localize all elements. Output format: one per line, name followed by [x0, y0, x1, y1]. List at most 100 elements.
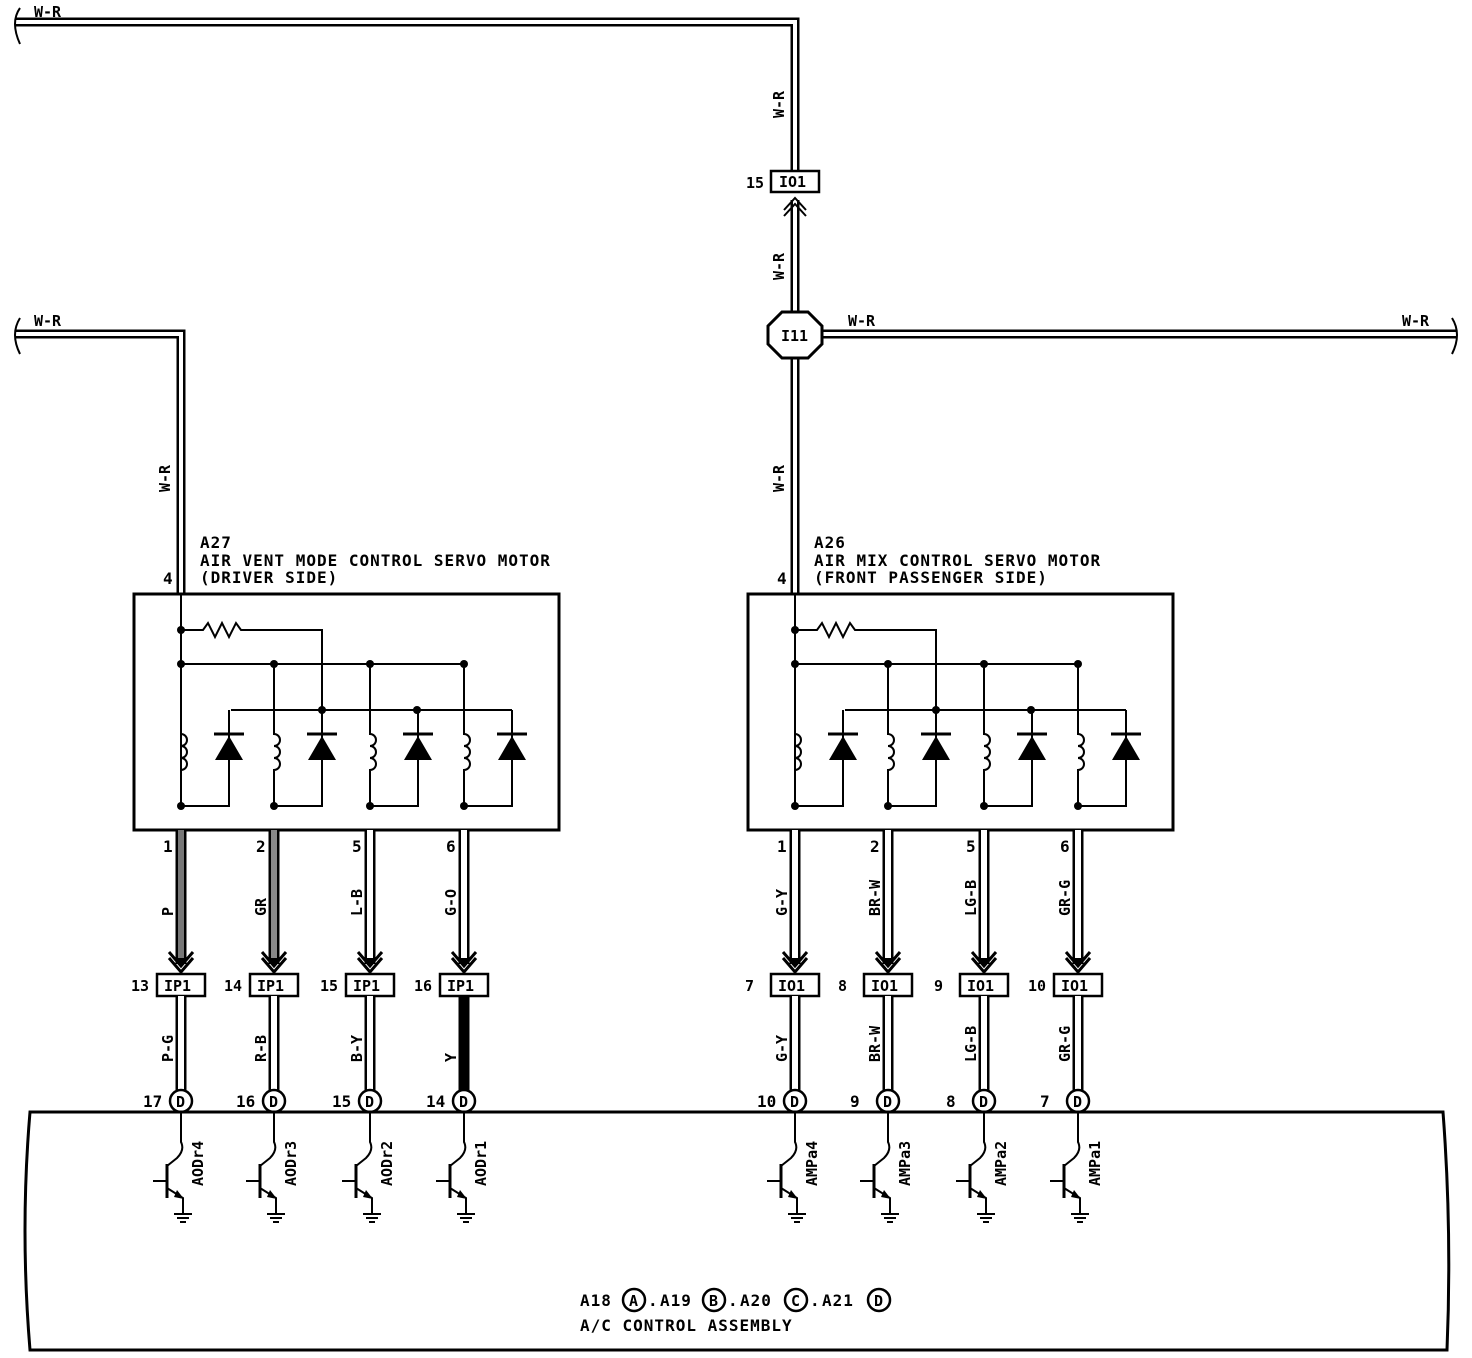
diode [829, 736, 857, 760]
ground-symbol [457, 1213, 475, 1223]
coil [794, 664, 802, 806]
motor-pin-label: 6 [1060, 837, 1070, 856]
ecu-pin-number: 9 [850, 1092, 860, 1111]
ecu-pin-number: 17 [143, 1092, 162, 1111]
connector-arrow [874, 951, 902, 975]
ecu-connector-id: A21 [822, 1291, 854, 1310]
coil [180, 664, 188, 806]
wire-color-label: G-Y [773, 889, 791, 916]
collector-lead [166, 1112, 184, 1167]
ecu-connector-letter: C [791, 1292, 800, 1310]
wire-color-label: L-B [348, 889, 366, 916]
wire-color-label: LG-B [962, 880, 980, 916]
legend-separator: . [648, 1291, 659, 1310]
ac-control-assembly [23, 1110, 1451, 1352]
inline-connector-name: IO1 [967, 977, 994, 995]
ecu-connector-letter: D [874, 1292, 883, 1310]
collector-lead [969, 1112, 987, 1167]
signal-label: AMPa4 [803, 1141, 821, 1186]
motor-pin-label: 1 [163, 837, 173, 856]
ecu-pin-number: 7 [1040, 1092, 1050, 1111]
inline-connector-name: IP1 [164, 977, 191, 995]
ecu-pin-connector: D [269, 1093, 278, 1111]
ground-symbol [363, 1213, 381, 1223]
signal-label: AODr3 [282, 1141, 300, 1186]
inline-connector-pin: 14 [224, 977, 242, 995]
motor-pin-label: 5 [966, 837, 976, 856]
right-motor-supply-pin: 4 [777, 569, 787, 588]
left-motor-side: (DRIVER SIDE) [200, 568, 338, 587]
wire-label-vert-top: W-R [770, 90, 788, 118]
inline-connector-name: IP1 [353, 977, 380, 995]
motor-pin-label: 2 [870, 837, 880, 856]
resistor [795, 620, 937, 710]
wire-color-label: G-Y [773, 1035, 791, 1062]
inline-connector-pin: 10 [1028, 977, 1046, 995]
inline-connector-pin: 15 [320, 977, 338, 995]
inline-connector-pin: 13 [131, 977, 149, 995]
wire-color-label: BR-W [866, 1025, 884, 1062]
wire-color-label: Y [442, 1053, 460, 1062]
connector-arrow [356, 951, 384, 975]
motor-pin-label: 2 [256, 837, 266, 856]
collector-lead [873, 1112, 891, 1167]
legend-separator: . [728, 1291, 739, 1310]
left-channel-wiring: 1PIP113P-GD172GRIP114R-BD165L-BIP115B-YD… [131, 830, 490, 1114]
transistor-AMPa3: AMPa3 [860, 1112, 914, 1223]
connector-arrow [450, 951, 478, 975]
transistor-AMPa2: AMPa2 [956, 1112, 1010, 1223]
inline-connector-name: IO1 [1061, 977, 1088, 995]
signal-label: AMPa2 [992, 1141, 1010, 1186]
wire-color-label: GR-G [1056, 1026, 1074, 1062]
wire-label-far-right: W-R [1402, 312, 1430, 330]
emitter-arrow [788, 1190, 798, 1199]
wire-label-vert-low: W-R [770, 464, 788, 492]
collector-lead [449, 1112, 467, 1167]
connector-arrow [260, 951, 288, 975]
ecu-connector-letter: A [629, 1292, 638, 1310]
wire-color-label: G-O [442, 889, 460, 916]
right-channel-wiring: 1G-YIO17G-YD102BR-WIO18BR-WD95LG-BIO19LG… [745, 830, 1104, 1114]
right-motor-name: AIR MIX CONTROL SERVO MOTOR [814, 551, 1101, 570]
diode [404, 736, 432, 760]
legend-separator: . [810, 1291, 821, 1310]
wire-label-top-left: W-R [34, 3, 62, 21]
diode [308, 736, 336, 760]
transistor-AODr2: AODr2 [342, 1112, 396, 1223]
ground-symbol [1071, 1213, 1089, 1223]
emitter-arrow [1071, 1190, 1081, 1199]
inline-connector-pin: 16 [414, 977, 432, 995]
motor-housing [132, 592, 561, 832]
left-motor-supply-pin: 4 [163, 569, 173, 588]
motor-housing [746, 592, 1175, 832]
signal-label: AODr1 [472, 1141, 490, 1186]
wire-color-label: GR [252, 897, 270, 916]
connector-arrow [781, 951, 809, 975]
wire-label-mid-left: W-R [34, 312, 62, 330]
signal-label: AODr2 [378, 1141, 396, 1186]
transistor-AMPa4: AMPa4 [767, 1112, 821, 1223]
signal-label: AMPa1 [1086, 1141, 1104, 1186]
ground-symbol [267, 1213, 285, 1223]
ecu-pin-number: 15 [332, 1092, 351, 1111]
transistor-AODr3: AODr3 [246, 1112, 300, 1223]
transistor-AODr1: AODr1 [436, 1112, 490, 1223]
diode [922, 736, 950, 760]
motor-pin-label: 6 [446, 837, 456, 856]
emitter-arrow [881, 1190, 891, 1199]
ecu-pin-connector: D [1073, 1093, 1082, 1111]
inline-connector-pin: 8 [838, 977, 847, 995]
diode [1018, 736, 1046, 760]
right-motor-title: A26 AIR MIX CONTROL SERVO MOTOR (FRONT P… [777, 533, 1101, 588]
ecu-connector-id: A20 [740, 1291, 772, 1310]
ecu-pin-connector: D [790, 1093, 799, 1111]
wire-label-vert-left: W-R [156, 464, 174, 492]
ecu-pin-number: 10 [757, 1092, 776, 1111]
connector-arrow [1064, 951, 1092, 975]
wire-break-mid-right [1451, 317, 1458, 355]
inline-connector-name: IP1 [447, 977, 474, 995]
